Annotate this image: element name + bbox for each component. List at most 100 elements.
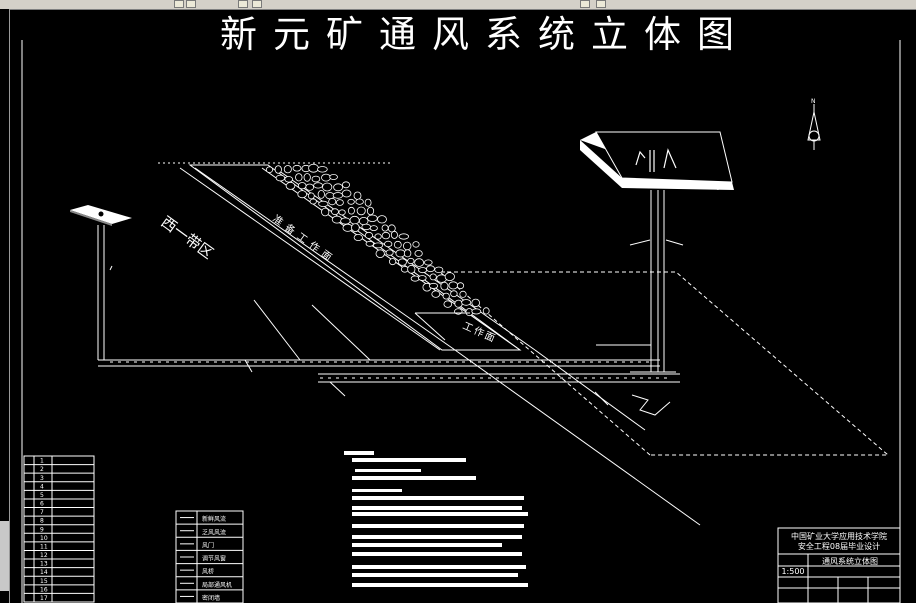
- notes-block: [344, 451, 528, 587]
- rubble-stone: [381, 231, 391, 240]
- legend-item-label: 密闭墙: [202, 594, 220, 602]
- legend-item-label: 新鲜风流: [202, 515, 226, 523]
- rubble-stone: [377, 215, 387, 224]
- legend-row-number: 14: [40, 569, 48, 576]
- toolbar-button[interactable]: [238, 0, 248, 8]
- rubble-stone: [443, 300, 453, 308]
- rubble-stone: [414, 249, 423, 257]
- rubble-stone: [307, 192, 315, 200]
- legend-row-number: 2: [40, 466, 44, 473]
- rubble-stone: [284, 176, 294, 183]
- rubble-stone: [303, 173, 311, 182]
- legend-row-number: 10: [40, 535, 48, 542]
- rubble-stone: [444, 272, 455, 282]
- rubble-stone: [308, 163, 319, 173]
- rubble-stone: [331, 215, 343, 224]
- rubble-stone: [442, 292, 450, 300]
- legend-row-number: 15: [40, 578, 48, 585]
- rubble-stone: [407, 257, 415, 265]
- rubble-stone: [351, 223, 360, 233]
- rubble-stone: [322, 182, 333, 192]
- legend-row-number: 13: [40, 561, 48, 568]
- legend-item-label: 局部通风机: [202, 581, 232, 589]
- rubble-stone: [459, 290, 467, 298]
- legend-row-number: 11: [40, 543, 48, 550]
- rubble-stone: [313, 182, 324, 189]
- legend-row-number: 12: [40, 552, 48, 559]
- drawing-name: 通风系统立体图: [822, 556, 878, 566]
- legend-row-number: 8: [40, 518, 44, 525]
- rubble-stone: [321, 207, 330, 217]
- rubble-stone: [318, 200, 329, 207]
- toolbar-button[interactable]: [186, 0, 196, 8]
- rubble-stone: [398, 233, 410, 240]
- rubble-stone: [454, 299, 463, 308]
- toolbar-button[interactable]: [580, 0, 590, 8]
- title-block: 中国矿业大学应用技术学院 安全工程08届毕业设计 通风系统立体图 1:500: [777, 527, 901, 603]
- rubble-stone: [395, 249, 406, 258]
- rubble-stone: [429, 273, 437, 281]
- school-name: 中国矿业大学应用技术学院: [791, 531, 887, 541]
- rubble-stone: [353, 233, 363, 241]
- rubble-stone: [359, 217, 369, 226]
- rubble-stone: [347, 206, 355, 215]
- rubble-stone: [340, 217, 351, 225]
- rubble-stone: [374, 233, 382, 240]
- rubble-stone: [418, 267, 428, 274]
- toolbar-button[interactable]: [252, 0, 262, 8]
- rubble-stone: [372, 242, 384, 249]
- rubble-stone: [309, 198, 317, 205]
- rubble-stone: [292, 164, 302, 172]
- rubble-stone: [428, 282, 439, 289]
- rubble-stone: [412, 241, 420, 248]
- legend-item-label: 调节风窗: [202, 555, 226, 563]
- north-arrow: N: [807, 98, 821, 150]
- rubble-stone: [305, 183, 315, 191]
- rubble-stone: [331, 208, 339, 216]
- rubble-stone: [365, 240, 374, 247]
- legend-item-label: 乏风风流: [202, 528, 226, 536]
- rubble-stone: [366, 206, 375, 216]
- rubble-stone: [355, 198, 364, 205]
- rubble-stone: [361, 223, 372, 231]
- rubble-stone: [407, 264, 416, 274]
- rubble-stone: [448, 281, 459, 290]
- left-surface-platform: [70, 205, 132, 226]
- left-scroll-rail[interactable]: [0, 9, 10, 603]
- rubble-stone: [414, 258, 425, 267]
- rubble-stone: [353, 191, 362, 200]
- legend-row-number: 9: [40, 526, 44, 533]
- rubble-stone: [347, 198, 355, 205]
- rubble-stone: [349, 215, 360, 225]
- rubble-stone: [335, 199, 344, 206]
- rubble-stone: [403, 249, 412, 258]
- toolbar-button[interactable]: [596, 0, 606, 8]
- rubble-stone: [397, 258, 407, 266]
- rubble-stone: [285, 181, 296, 190]
- rubble-stone: [364, 231, 373, 239]
- rubble-stone: [341, 181, 350, 189]
- legend-item-label: 风桥: [202, 568, 214, 576]
- rubble-stone: [274, 165, 282, 174]
- rubble-stone: [311, 175, 321, 183]
- rubble-stone: [342, 223, 353, 232]
- legend-item-label: 风门: [202, 541, 214, 549]
- rubble-stone: [431, 290, 441, 298]
- rail-widget[interactable]: [0, 521, 9, 591]
- legend-row-number: 3: [40, 475, 44, 482]
- rubble-stone: [364, 198, 372, 207]
- rubble-stone: [317, 166, 328, 173]
- rubble-stone: [367, 214, 378, 222]
- north-label: N: [811, 98, 816, 105]
- rubble-stone: [410, 275, 420, 282]
- legend-row-number: 7: [40, 509, 44, 516]
- rubble-stone: [317, 189, 325, 199]
- rubble-stone: [328, 198, 337, 206]
- fan-station-platform: [580, 131, 734, 190]
- rubble-stone: [333, 183, 344, 192]
- rubble-stone: [338, 209, 346, 216]
- toolbar-button[interactable]: [174, 0, 184, 8]
